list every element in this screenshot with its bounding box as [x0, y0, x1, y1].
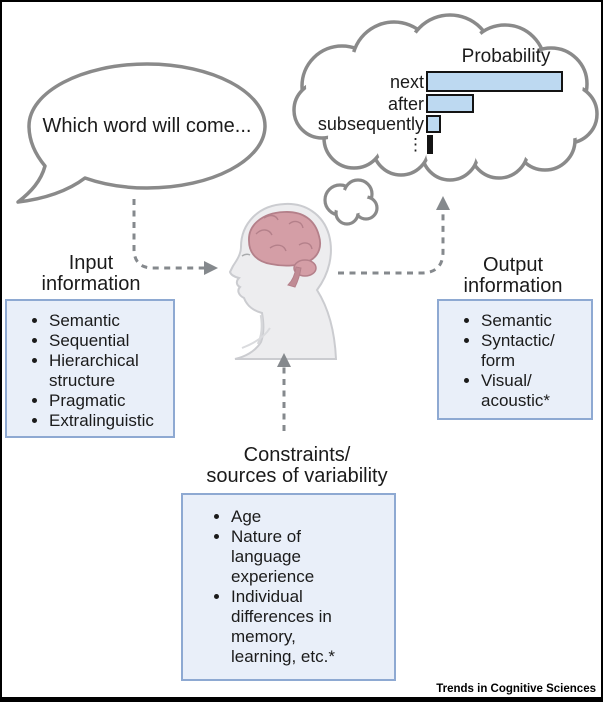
constraints-box: Age Nature of language experience Indivi… — [181, 493, 396, 681]
chart-row-label: subsequently — [317, 114, 424, 134]
speech-bubble-shape — [16, 62, 267, 204]
chart-bar — [426, 71, 563, 92]
chart-row-ellipsis: ⋮ — [302, 135, 565, 154]
head-illustration — [228, 202, 338, 360]
list-item: Extralinguistic — [49, 411, 173, 431]
thought-puff-fill — [329, 184, 373, 220]
input-list: Semantic Sequential Hierarchical structu… — [7, 311, 173, 431]
chart-row: after — [302, 94, 565, 113]
output-heading: Output information — [463, 254, 563, 297]
output-arrow-line — [338, 210, 445, 275]
chart-title: Probability — [461, 46, 551, 67]
arrowheads — [204, 196, 450, 367]
chart-row-label: after — [387, 93, 424, 114]
list-item: Individual differences in memory, learni… — [231, 587, 394, 667]
chart-bar — [426, 115, 441, 133]
list-item: Age — [231, 507, 394, 527]
output-list: Semantic Syntactic/ form Visual/ acousti… — [439, 311, 591, 411]
list-item: Visual/ acoustic* — [481, 371, 591, 411]
output-arrowhead — [436, 196, 450, 210]
list-item: Syntactic/ form — [481, 331, 591, 371]
chart-row: subsequently — [302, 115, 565, 133]
chart-ellipsis-bar — [427, 135, 433, 154]
chart-ellipsis: ⋮ — [407, 135, 424, 154]
constraints-list: Age Nature of language experience Indivi… — [183, 507, 394, 667]
input-arrow-line — [132, 199, 204, 270]
list-item: Hierarchical structure — [49, 351, 173, 391]
probability-chart: Probability next after subsequently ⋮ — [302, 46, 565, 156]
list-item: Pragmatic — [49, 391, 173, 411]
list-item: Semantic — [49, 311, 173, 331]
list-item: Nature of language experience — [231, 527, 394, 587]
chest-shading-line — [241, 327, 271, 349]
chart-row: next — [302, 71, 565, 92]
eye-line — [241, 253, 251, 257]
input-arrowhead — [204, 261, 218, 275]
journal-label: Trends in Cognitive Sciences — [436, 683, 596, 695]
arrows — [132, 199, 445, 431]
list-item: Semantic — [481, 311, 591, 331]
chart-row-label: next — [389, 71, 424, 92]
speech-bubble-text: Which word will come... — [42, 115, 252, 137]
list-item: Sequential — [49, 331, 173, 351]
chart-bar — [426, 94, 474, 113]
output-box: Semantic Syntactic/ form Visual/ acousti… — [437, 299, 593, 420]
brain-illustration — [248, 211, 322, 288]
input-heading: Input information — [41, 252, 141, 295]
input-box: Semantic Sequential Hierarchical structu… — [5, 299, 175, 438]
constraints-arrowhead — [277, 353, 291, 367]
neck-shading-line — [256, 314, 264, 345]
constraints-heading: Constraints/ sources of variability — [206, 444, 388, 487]
